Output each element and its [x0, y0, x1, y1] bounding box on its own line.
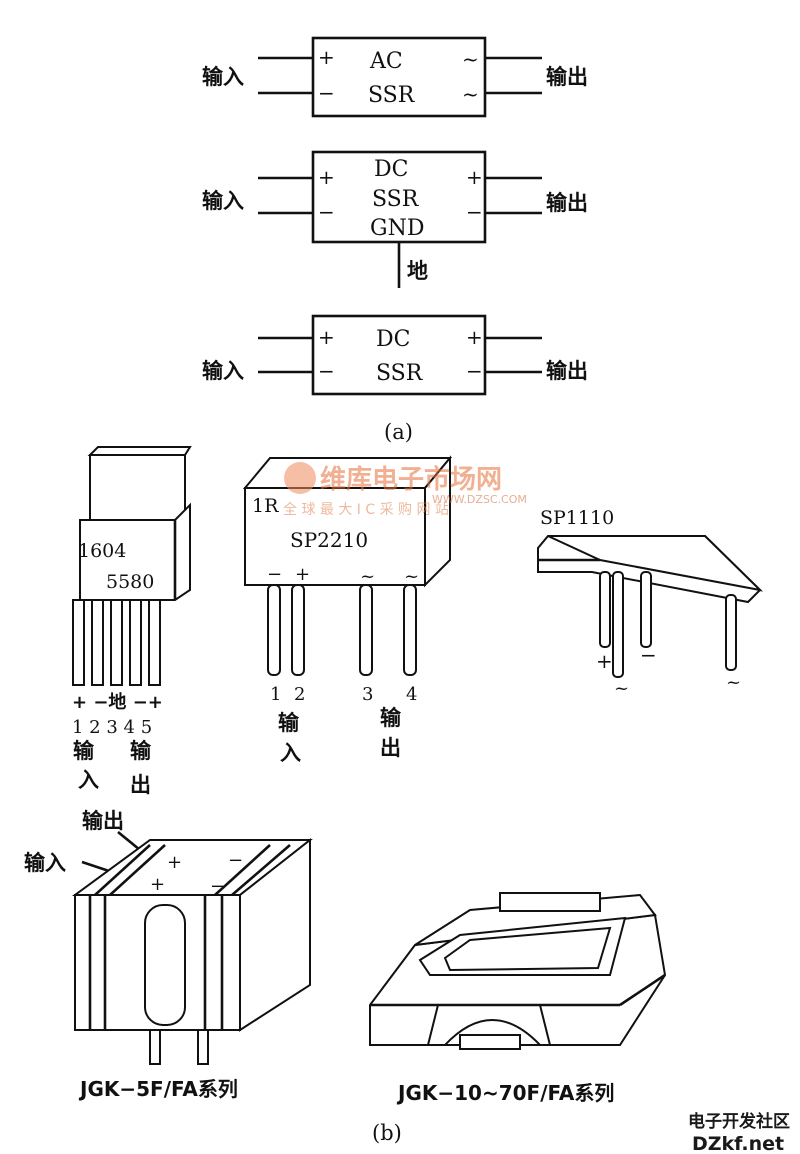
dcg-out-plus: + [466, 165, 483, 189]
ac-input-label: 输入 [202, 65, 244, 89]
pkg4-input-label: 输入 [24, 851, 66, 875]
pkg2-input-char2: 入 [280, 741, 301, 765]
pkg1-pin-signs: + −地 −+ [72, 691, 163, 713]
ac-output-label: 输出 [546, 65, 588, 89]
dcg-in-minus: − [318, 200, 335, 224]
pkg3-name: SP1110 [540, 507, 614, 529]
pkg2-name: SP2210 [290, 528, 368, 552]
dzsc-logo-icon [284, 462, 316, 494]
pkg2-pin1: 1 [270, 684, 281, 705]
pkg2-input-char1: 输 [278, 711, 300, 735]
pkg5-caption: JGK−10~70F/FA系列 [396, 1081, 614, 1105]
watermark-url: WWW.DZSC.COM [432, 493, 527, 506]
pkg1-code2: 5580 [106, 571, 154, 593]
pkg4-plus2: + [150, 874, 165, 895]
corner-tag-top: 电子开发社区 [688, 1111, 790, 1132]
part-b-label: (b) [372, 1121, 402, 1145]
pkg2-sign1: − [267, 564, 282, 585]
dc-ssr-block: + − + − DC SSR 输入 输出 [202, 314, 588, 396]
dcg-ground-label: 地 [407, 259, 428, 283]
dcg-out-minus: − [466, 200, 483, 224]
pkg2-sign4: ~ [404, 566, 419, 587]
pkg2-tag: 1R [252, 495, 279, 517]
dc-input-label: 输入 [202, 359, 244, 383]
pkg2-sign2: + [295, 564, 310, 585]
dc-out-plus: + [466, 325, 483, 349]
pkg1-input-char2: 入 [78, 768, 99, 792]
ac-ssr-label: SSR [368, 83, 416, 108]
package-sp1110: SP1110 + − ~ ~ [537, 507, 764, 699]
dc-ssr-box [311, 314, 487, 396]
pkg2-pin3: 3 [362, 684, 373, 705]
package-jgk-5f: 输出 输入 + − + − JGK−5F/FA系列 [24, 809, 313, 1101]
pkg1-output-char1: 输 [130, 739, 152, 763]
pkg4-plus1: + [167, 852, 182, 873]
watermark-slogan: 全 球 最 大 I C 采 购 网 站 [283, 501, 449, 518]
dzsc-watermark: 维库电子市场网 WWW.DZSC.COM 全 球 最 大 I C 采 购 网 站 [283, 462, 527, 518]
package-jgk-10-70f: JGK−10~70F/FA系列 [369, 892, 667, 1105]
package-sp2210: 1R SP2210 − + ~ ~ 1 2 3 4 输 入 输 出 [242, 455, 453, 765]
pkg3-tilde1: ~ [614, 678, 629, 699]
pkg4-caption: JGK−5F/FA系列 [78, 1077, 238, 1101]
dc-in-plus: + [318, 325, 335, 349]
ac-label: AC [369, 49, 403, 74]
pkg3-tilde2: ~ [726, 672, 741, 693]
watermark-brand: 维库电子市场网 [320, 464, 502, 495]
ac-in-minus: − [318, 81, 335, 105]
ac-out1: ~ [462, 47, 479, 71]
dcg-in-plus: + [318, 165, 335, 189]
dcg-gnd-label: GND [370, 216, 424, 241]
dc-out-minus: − [466, 359, 483, 383]
pkg3-plus: + [596, 649, 613, 673]
dc-ssr-gnd-block: + − + − DC SSR GND 输入 输出 地 [202, 150, 588, 288]
corner-site-tag: 电子开发社区 DZkf.net [688, 1111, 790, 1154]
dcg-ssr-label: SSR [372, 187, 420, 212]
pkg2-output-char2: 出 [380, 736, 401, 760]
dc-dc-label: DC [376, 327, 410, 352]
pkg4-minus2: − [210, 876, 225, 897]
part-a-label: (a) [384, 420, 413, 444]
ac-out2: ~ [462, 82, 479, 106]
pkg2-pin2: 2 [294, 684, 305, 705]
dc-ssr-label: SSR [376, 361, 424, 386]
dc-output-label: 输出 [546, 359, 588, 383]
pkg4-minus1: − [228, 850, 243, 871]
ac-ssr-block: + − AC SSR ~ ~ 输入 输出 [202, 36, 588, 118]
pkg2-sign3: ~ [360, 566, 375, 587]
package-1604: 1604 5580 + −地 −+ 1 2 3 4 5 输 入 输 出 [72, 446, 192, 797]
pkg1-code1: 1604 [78, 540, 126, 562]
dcg-input-label: 输入 [202, 189, 244, 213]
ac-ssr-box [311, 36, 487, 118]
dcg-output-label: 输出 [546, 191, 588, 215]
pkg3-minus: − [640, 643, 657, 667]
dc-in-minus: − [318, 359, 335, 383]
pkg2-output-char1: 输 [380, 706, 402, 730]
ac-in-plus: + [318, 45, 335, 69]
pkg1-output-char2: 出 [130, 773, 151, 797]
pkg1-pin-numbers: 1 2 3 4 5 [72, 717, 152, 738]
pkg2-pin4: 4 [406, 684, 417, 705]
pkg1-input-char1: 输 [73, 739, 95, 763]
corner-tag-bottom: DZkf.net [692, 1133, 784, 1154]
pkg4-output-label: 输出 [82, 809, 124, 833]
dcg-dc-label: DC [374, 157, 408, 182]
